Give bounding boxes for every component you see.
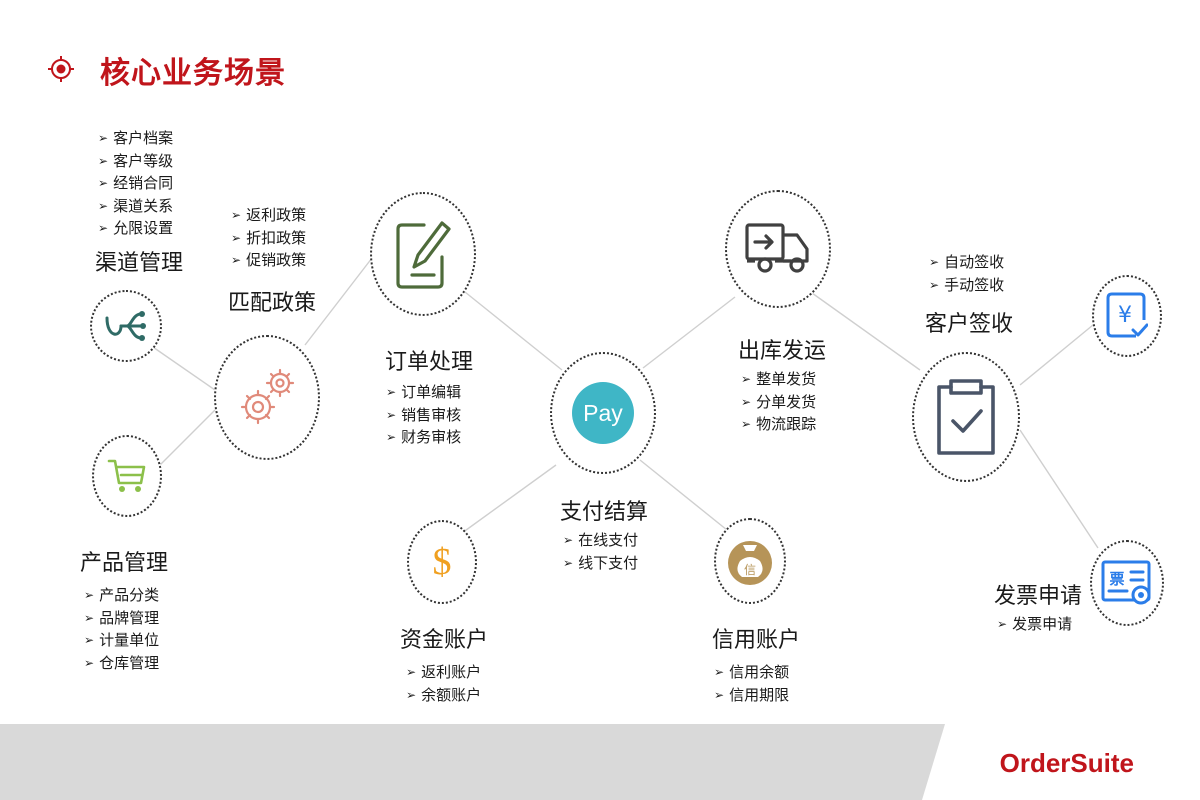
product-label: 产品管理 xyxy=(80,551,169,576)
list-item: 允限设置 xyxy=(98,218,173,241)
order-items: 订单编辑 销售审核 财务审核 xyxy=(386,382,461,450)
list-item: 订单编辑 xyxy=(386,382,461,405)
brand-logo: OrderSuite xyxy=(999,748,1134,778)
yen-node[interactable]: ¥ xyxy=(1092,275,1162,357)
list-item: 信用期限 xyxy=(714,685,789,708)
branch-arrows-icon xyxy=(105,311,146,341)
channel-node[interactable] xyxy=(90,290,162,362)
payment-items: 在线支付 线下支付 xyxy=(563,530,638,575)
channel-label: 渠道管理 xyxy=(95,251,184,276)
pay-icon-text: Pay xyxy=(583,399,623,426)
credit-items: 信用余额 信用期限 xyxy=(714,662,789,707)
shipping-items: 整单发货 分单发货 物流跟踪 xyxy=(741,369,816,437)
fund-label: 资金账户 xyxy=(400,628,489,653)
list-item: 客户档案 xyxy=(98,128,173,151)
yen-icon-text: ¥ xyxy=(1118,303,1132,328)
list-item: 整单发货 xyxy=(741,369,816,392)
product-items: 产品分类 品牌管理 计量单位 仓库管理 xyxy=(84,585,159,675)
page-title: 核心业务场景 xyxy=(100,56,286,91)
list-item: 手动签收 xyxy=(929,275,1004,298)
clipboard-check-icon xyxy=(937,379,995,455)
list-item: 线下支付 xyxy=(563,553,638,576)
policy-label: 匹配政策 xyxy=(228,291,317,316)
list-item: 返利账户 xyxy=(406,662,481,685)
shipping-label: 出库发运 xyxy=(738,339,827,364)
list-item: 品牌管理 xyxy=(84,608,159,631)
receipt-label: 客户签收 xyxy=(925,312,1014,337)
list-item: 自动签收 xyxy=(929,252,1004,275)
credit-label: 信用账户 xyxy=(712,628,801,653)
list-item: 财务审核 xyxy=(386,427,461,450)
invoice-node[interactable]: 票 xyxy=(1090,540,1164,626)
list-item: 渠道关系 xyxy=(98,196,173,219)
gears-icon xyxy=(240,368,295,424)
order-node[interactable] xyxy=(370,192,476,316)
delivery-truck-icon xyxy=(745,223,809,273)
list-item: 折扣政策 xyxy=(231,228,306,251)
shipping-node[interactable] xyxy=(725,190,831,308)
list-item: 经销合同 xyxy=(98,173,173,196)
invoice-icon-text: 票 xyxy=(1109,570,1124,588)
list-item: 信用余额 xyxy=(714,662,789,685)
pay-icon: Pay xyxy=(572,382,634,444)
footer-band xyxy=(0,724,1200,800)
list-item: 销售审核 xyxy=(386,405,461,428)
fund-node[interactable]: $ xyxy=(407,520,477,604)
product-node[interactable] xyxy=(92,435,162,517)
list-item: 分单发货 xyxy=(741,392,816,415)
invoice-items: 发票申请 xyxy=(997,614,1072,637)
list-item: 计量单位 xyxy=(84,630,159,653)
credit-node[interactable]: 信 xyxy=(714,518,786,604)
policy-items: 返利政策 折扣政策 促销政策 xyxy=(231,205,306,273)
list-item: 物流跟踪 xyxy=(741,414,816,437)
target-icon xyxy=(48,56,74,82)
list-item: 客户等级 xyxy=(98,151,173,174)
payment-label: 支付结算 xyxy=(560,500,649,525)
list-item: 发票申请 xyxy=(997,614,1072,637)
dollar-icon: $ xyxy=(432,541,452,583)
list-item: 促销政策 xyxy=(231,250,306,273)
fund-items: 返利账户 余额账户 xyxy=(406,662,481,707)
shopping-cart-icon xyxy=(107,459,146,492)
edit-document-icon xyxy=(396,221,451,289)
list-item: 在线支付 xyxy=(563,530,638,553)
invoice-label: 发票申请 xyxy=(994,584,1083,609)
list-item: 产品分类 xyxy=(84,585,159,608)
order-label: 订单处理 xyxy=(385,350,474,375)
receipt-node[interactable] xyxy=(912,352,1020,482)
list-item: 仓库管理 xyxy=(84,653,159,676)
policy-node[interactable] xyxy=(214,335,320,460)
receipt-items: 自动签收 手动签收 xyxy=(929,252,1004,297)
payment-node[interactable]: Pay xyxy=(550,352,656,474)
invoice-icon: 票 xyxy=(1101,560,1151,605)
list-item: 返利政策 xyxy=(231,205,306,228)
money-bag-icon: 信 xyxy=(728,541,772,585)
money-bag-icon-text: 信 xyxy=(744,563,756,577)
list-item: 余额账户 xyxy=(406,685,481,708)
channel-items: 客户档案 客户等级 经销合同 渠道关系 允限设置 xyxy=(98,128,173,241)
yen-document-icon: ¥ xyxy=(1106,292,1148,338)
